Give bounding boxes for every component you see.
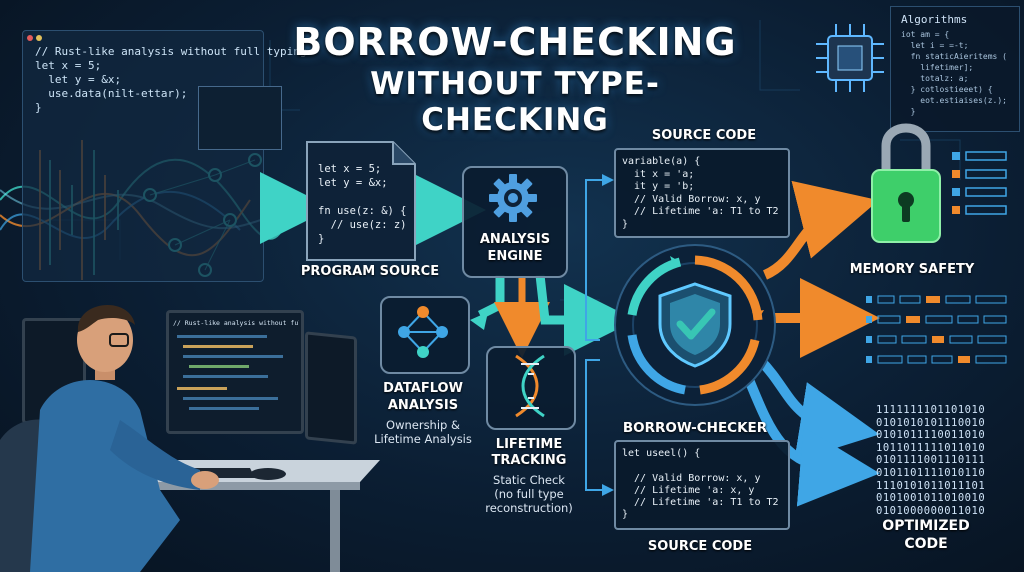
- algorithms-code: iot am = { let i = =-t; fn staticAierite…: [901, 30, 1007, 116]
- source-code-bottom-code: let useel() { // Valid Borrow: x, y // L…: [622, 448, 779, 521]
- analysis-engine-label-2: ENGINE: [487, 249, 543, 264]
- optimized-binary: 1111111101101010 0101010101110010 010101…: [876, 404, 986, 517]
- left-code-screen: // Rust-like analysis without full typin…: [22, 30, 307, 282]
- optimized-label-2: CODE: [904, 536, 948, 552]
- optimized-label-1: OPTIMIZED: [882, 518, 970, 534]
- dataflow-sub-2: Lifetime Analysis: [374, 432, 472, 446]
- graph-nodes-icon: [398, 306, 448, 358]
- title-line-1: BORROW-CHECKING: [293, 20, 737, 64]
- memory-list-icon: [952, 151, 1007, 215]
- source-code-top-code: variable(a) { it x = 'a; it y = 'b; // V…: [622, 156, 779, 230]
- lifetime-sub-2: (no full type: [494, 487, 564, 501]
- main-monitor: // Rust-like analysis without full typin…: [166, 310, 304, 434]
- developer-person: [0, 305, 219, 572]
- gear-icon: [489, 174, 537, 222]
- cpu-chip-icon: [816, 24, 884, 92]
- program-source-document: [306, 141, 416, 261]
- source-code-bottom-box: [614, 440, 790, 530]
- algorithms-heading: Algorithms: [901, 13, 968, 26]
- source-code-top-box: [614, 148, 790, 238]
- lifetime-panel: [486, 346, 576, 430]
- algorithms-panel: Algorithms iot am = { let i = =-t; fn st…: [890, 6, 1020, 132]
- lifetime-sub-3: reconstruction): [485, 501, 573, 515]
- lifetime-sub-1: Static Check: [493, 473, 565, 487]
- lifetime-label-2: TRACKING: [491, 453, 567, 468]
- borrow-checker-label: BORROW-CHECKER: [622, 420, 768, 436]
- source-code-top-label: SOURCE CODE: [651, 128, 757, 143]
- dataflow-label-1: DATAFLOW: [383, 381, 463, 396]
- lifetime-label-1: LIFETIME: [495, 437, 563, 452]
- shield-check-icon: [658, 282, 732, 368]
- padlock-icon: [871, 123, 941, 243]
- dataflow-sub-1: Ownership &: [386, 418, 460, 432]
- dataflow-panel: [380, 296, 470, 374]
- mini-window: [198, 86, 282, 150]
- data-list-icon: [866, 295, 1007, 364]
- program-source-code: let x = 5; let y = &x; fn use(z: &) { //…: [318, 163, 407, 245]
- main-monitor-code: // Rust-like analysis without full typin…: [173, 319, 299, 327]
- analysis-engine-label-1: ANALYSIS: [479, 232, 551, 247]
- memory-safety-label: MEMORY SAFETY: [849, 262, 975, 277]
- dataflow-label-2: ANALYSIS: [387, 398, 459, 413]
- source-code-bottom-label: SOURCE CODE: [647, 539, 753, 554]
- program-source-label: PROGRAM SOURCE: [300, 264, 440, 279]
- dna-icon: [515, 354, 545, 418]
- title-line-2: WITHOUT TYPE-CHECKING: [370, 66, 660, 138]
- left-screen-code: // Rust-like analysis without full typin…: [35, 45, 307, 114]
